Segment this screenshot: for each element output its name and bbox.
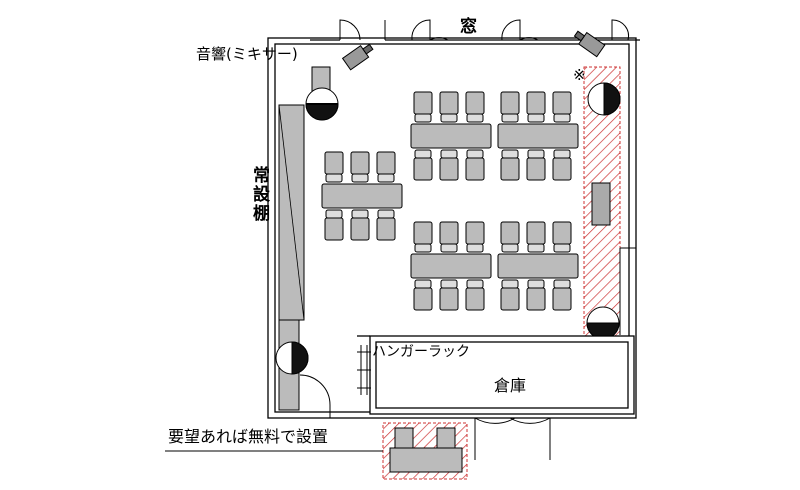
chair	[324, 151, 344, 175]
chair	[526, 221, 546, 245]
entrance-door	[299, 374, 331, 418]
chair	[440, 243, 458, 253]
chair	[350, 151, 370, 175]
chair	[500, 157, 520, 181]
chair	[414, 113, 432, 123]
storage-label: 倉庫	[494, 376, 527, 395]
chair	[527, 113, 545, 123]
chair	[465, 221, 485, 245]
chair	[466, 279, 484, 289]
chair	[553, 149, 571, 159]
speaker-icon	[305, 87, 339, 121]
chair	[501, 243, 519, 253]
note-mark: ※	[573, 66, 586, 84]
speaker-icon	[586, 306, 620, 340]
table	[410, 123, 492, 149]
chair	[414, 243, 432, 253]
storage-room	[357, 335, 635, 415]
chair	[439, 221, 459, 245]
chair	[440, 149, 458, 159]
chair	[325, 209, 343, 219]
chair	[527, 149, 545, 159]
chair	[439, 287, 459, 311]
chair	[414, 279, 432, 289]
chair	[413, 91, 433, 115]
audio-mixer-label: 音響(ミキサー)	[196, 45, 298, 63]
chair	[413, 221, 433, 245]
chair	[527, 243, 545, 253]
table	[497, 123, 579, 149]
chair	[465, 287, 485, 311]
free-on-request-label: 要望あれば無料で設置	[168, 427, 329, 446]
chair	[553, 243, 571, 253]
projector-icon	[341, 43, 374, 71]
chair	[500, 91, 520, 115]
chair	[376, 217, 396, 241]
permanent-shelf-label: 常設棚	[249, 166, 269, 223]
chair	[465, 91, 485, 115]
chair	[377, 173, 395, 183]
table-groups	[321, 91, 579, 311]
monitor	[591, 182, 611, 226]
stand-line	[619, 247, 636, 335]
speaker-icon	[275, 341, 309, 375]
chair	[526, 91, 546, 115]
chair	[414, 149, 432, 159]
table	[321, 183, 403, 209]
chair	[377, 209, 395, 219]
chair	[440, 279, 458, 289]
chair	[526, 287, 546, 311]
window-label: 窓	[460, 17, 477, 37]
chair	[466, 149, 484, 159]
chair	[325, 173, 343, 183]
hanger-rack-label: ハンガーラック	[372, 344, 470, 360]
chair	[553, 113, 571, 123]
chair	[465, 157, 485, 181]
chair	[376, 151, 396, 175]
storage-doors	[474, 417, 551, 460]
chair	[552, 91, 572, 115]
chair	[413, 287, 433, 311]
table	[410, 253, 492, 279]
chair	[553, 279, 571, 289]
chair	[351, 209, 369, 219]
chair	[501, 149, 519, 159]
chair	[439, 157, 459, 181]
chair	[501, 113, 519, 123]
chair	[351, 173, 369, 183]
chair	[466, 243, 484, 253]
chair	[439, 91, 459, 115]
chair	[324, 217, 344, 241]
hanger-rack	[357, 345, 371, 395]
chair	[552, 221, 572, 245]
chair	[527, 279, 545, 289]
ceiling-fixtures	[275, 82, 621, 375]
chair	[466, 113, 484, 123]
chair	[552, 287, 572, 311]
chair	[501, 279, 519, 289]
chair	[500, 287, 520, 311]
window-casements	[339, 19, 629, 41]
optional-bench	[382, 422, 468, 480]
chair	[552, 157, 572, 181]
chair	[500, 221, 520, 245]
chair	[350, 217, 370, 241]
chair	[440, 113, 458, 123]
chair	[526, 157, 546, 181]
chair	[413, 157, 433, 181]
projector-icon	[573, 30, 606, 58]
speaker-icon	[587, 82, 621, 116]
table	[497, 253, 579, 279]
